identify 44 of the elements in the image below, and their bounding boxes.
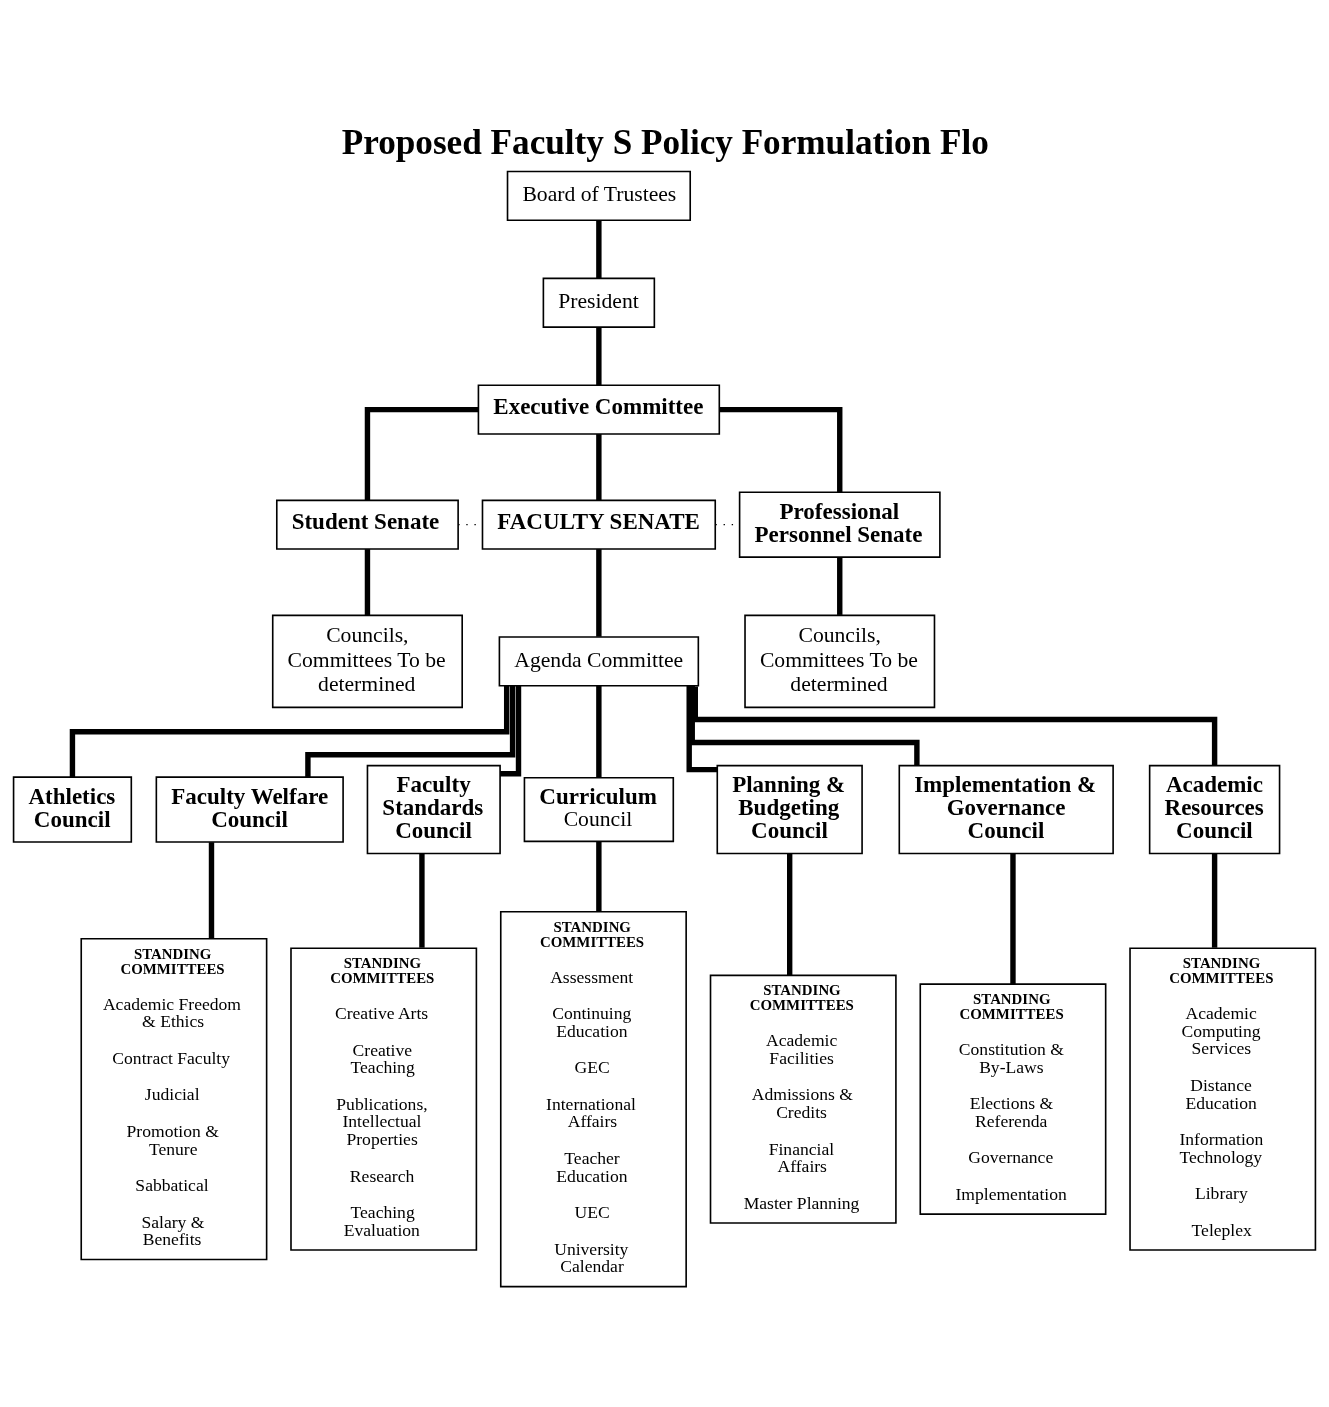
connector xyxy=(596,548,602,637)
node-box: STANDING COMMITTEES Academic Facilities Admissions & Credits Financial Affairs Master Planning xyxy=(709,974,897,1224)
connector xyxy=(719,406,843,492)
connector xyxy=(837,556,843,615)
node-box: Student Senate xyxy=(276,499,459,550)
node-box: Faculty Standards Council xyxy=(366,764,501,854)
node-box: Executive Committee xyxy=(477,384,721,435)
node-box: Planning & Budgeting Council xyxy=(716,764,863,854)
connector xyxy=(364,406,479,500)
connector xyxy=(692,685,1218,765)
node-box: Athletics Council xyxy=(12,775,133,843)
node-box: Board of Trustees xyxy=(506,170,691,221)
connector xyxy=(596,220,602,278)
connector xyxy=(596,685,602,777)
connector xyxy=(305,685,516,777)
node-box: Councils, Committees To be determined xyxy=(744,614,936,708)
node-box: Professional Personnel Senate xyxy=(738,490,941,558)
connector xyxy=(1211,853,1218,948)
node-box: FACULTY SENATE xyxy=(481,499,717,550)
connector xyxy=(208,841,215,939)
connector xyxy=(596,433,602,500)
connector xyxy=(69,685,510,777)
node-box: STANDING COMMITTEES Assessment Continuing Education GEC International Affairs Teacher Education UEC University Calendar xyxy=(499,910,687,1287)
connector xyxy=(786,853,793,975)
node-box: Implementation & Governance Council xyxy=(898,764,1114,854)
node-box: Agenda Committee xyxy=(498,635,700,687)
node-box: Curriculum Council xyxy=(523,776,675,842)
connector xyxy=(364,548,371,615)
connector xyxy=(500,685,522,776)
node-box: Councils, Committees To be determined xyxy=(271,614,463,708)
node-box: STANDING COMMITTEES Academic Computing Services Distance Education Information Technology Library Teleplex xyxy=(1129,946,1317,1251)
node-box: STANDING COMMITTEES Academic Freedom & Ethics Contract Faculty Judicial Promotion & Tenure Sabbatical Salary & Benefits xyxy=(80,937,268,1260)
diagram-title: Proposed Faculty S Policy Formulation Flo xyxy=(341,122,989,162)
connector xyxy=(686,685,718,772)
connector xyxy=(419,853,425,948)
node-box: Academic Resources Council xyxy=(1148,764,1281,854)
node-box: STANDING COMMITTEES Constitution & By-Laws Elections & Referenda Governance Implementation xyxy=(919,982,1107,1215)
node-box: President xyxy=(542,277,656,328)
node-box: STANDING COMMITTEES Creative Arts Creative Teaching Publications, Intellectual Properties Research Teaching Evaluation xyxy=(290,946,478,1251)
connector xyxy=(1010,853,1016,984)
connector xyxy=(596,327,602,385)
connector xyxy=(689,685,920,765)
node-box: Faculty Welfare Council xyxy=(155,775,344,843)
connector xyxy=(596,841,602,911)
